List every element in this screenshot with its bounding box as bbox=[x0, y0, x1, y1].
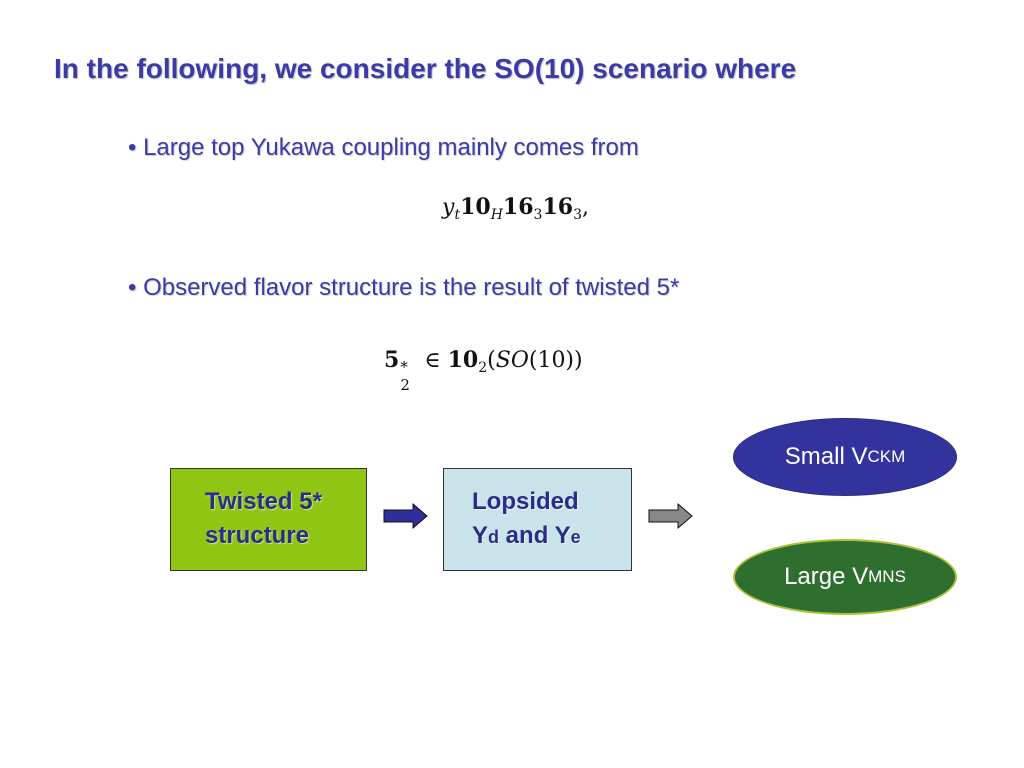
arrow2-shape bbox=[648, 503, 693, 529]
eq2-five: 5 bbox=[384, 347, 400, 373]
eq2-open: ( bbox=[487, 348, 496, 373]
eq1-H: H bbox=[490, 207, 503, 223]
lopsided-text: Lopsided Yd and Ye bbox=[472, 485, 581, 554]
eq1-three-a: 3 bbox=[533, 207, 543, 223]
bullet-top-yukawa: • Large top Yukawa coupling mainly comes… bbox=[128, 134, 639, 161]
eq1-sixteen-a: 16 bbox=[502, 194, 534, 220]
box2-e: e bbox=[570, 527, 581, 547]
large-vmns-sub: MNS bbox=[868, 567, 906, 586]
eq2-two-b: 2 bbox=[478, 360, 488, 376]
eq2-ten-paren: (10)) bbox=[528, 348, 583, 373]
eq2-ten: 10 bbox=[447, 347, 479, 373]
box2-Y1: Y bbox=[472, 522, 489, 549]
eq2-SO: SO bbox=[495, 348, 529, 373]
arrow1-shape bbox=[383, 503, 428, 529]
arrow-right-gray-icon bbox=[648, 503, 693, 529]
eq1-three-b: 3 bbox=[573, 207, 583, 223]
eq1-y: y bbox=[442, 195, 455, 220]
slide-title: In the following, we consider the SO(10)… bbox=[54, 53, 797, 84]
eq2-in: ∈ bbox=[424, 348, 441, 373]
eq2-two-a: 2 bbox=[400, 376, 410, 394]
equation-five-star: 5*2 ∈ 102(SO(10)) bbox=[384, 347, 583, 394]
small-vckm-sub: CKM bbox=[867, 447, 906, 466]
eq1-ten: 10 bbox=[460, 194, 491, 220]
eq2-star: * bbox=[400, 358, 408, 376]
box2-d: d bbox=[488, 527, 500, 547]
eq1-sixteen-b: 16 bbox=[542, 194, 574, 220]
equation-yukawa: yt10H163163, bbox=[442, 194, 589, 223]
lopsided-box: Lopsided Yd and Ye bbox=[443, 468, 632, 571]
arrow-right-icon bbox=[383, 503, 428, 529]
eq1-t: t bbox=[454, 207, 461, 223]
twisted-structure-box: Twisted 5* structure bbox=[170, 468, 367, 571]
box1-line1: Twisted 5* bbox=[205, 488, 322, 515]
box2-line1: Lopsided bbox=[472, 488, 579, 515]
box1-line2: structure bbox=[205, 522, 310, 549]
large-vmns-prefix: Large V bbox=[784, 563, 869, 590]
small-vckm-prefix: Small V bbox=[784, 443, 868, 470]
eq1-comma: , bbox=[582, 195, 590, 220]
box2-line2: Yd and Ye bbox=[472, 519, 581, 554]
box2-and: and Y bbox=[499, 522, 571, 549]
twisted-structure-text: Twisted 5* structure bbox=[205, 485, 322, 553]
bullet-flavor-structure: • Observed flavor structure is the resul… bbox=[128, 274, 680, 301]
